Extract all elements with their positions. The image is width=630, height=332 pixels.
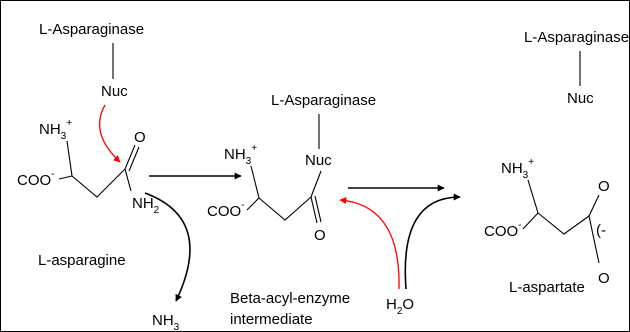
carbonyl-double-bond-2b [314, 195, 322, 223]
nh3-to-alpha-bond-3 [527, 179, 539, 214]
nuc-label-1: Nuc [101, 83, 128, 100]
amide-bond-1 [124, 168, 132, 192]
coo-minus-1: COO- [17, 169, 55, 189]
stage-reactant: L-Asparaginase Nuc NH3+ COO- O NH2 L-asp… [17, 21, 160, 269]
oxygen-label-2: O [314, 227, 326, 244]
nh3-to-alpha-bond-1 [66, 140, 73, 177]
acyl-nuc-bond [310, 170, 322, 198]
enzyme-label-3: L-Asparaginase [524, 29, 629, 46]
oxygen-label-3a: O [598, 178, 610, 195]
product-name: L-aspartate [509, 279, 585, 296]
nh3-plus-1: NH3+ [39, 118, 72, 142]
oxygen-label-3b: O [598, 270, 610, 287]
coo-to-alpha-bond-1 [58, 175, 73, 180]
water-release-arrow [404, 193, 461, 290]
water-label: H2O [386, 296, 414, 317]
nh3-product-label: NH3 [152, 312, 180, 331]
stage-intermediate: L-Asparaginase Nuc NH3+ COO- O Beta-acyl… [207, 92, 376, 328]
coo-minus-3: COO- [484, 220, 522, 240]
carboxylate-resonance-paren: (- [596, 222, 606, 239]
nh3-plus-2: NH3+ [224, 143, 257, 167]
nuc-label-3: Nuc [567, 90, 594, 107]
carbonyl-double-bond-1a [124, 144, 136, 170]
carboxylate-bond-lower [588, 215, 600, 264]
side-chain-bonds-2 [258, 196, 312, 221]
side-chain-bonds-3 [537, 212, 590, 235]
reactant-name: L-asparagine [38, 252, 126, 269]
carboxylate-bond-upper [588, 194, 600, 217]
coo-to-alpha-bond-2 [246, 197, 260, 211]
nh3-to-alpha-bond-2 [250, 165, 260, 199]
carbonyl-double-bond-2a [310, 196, 318, 224]
intermediate-name-line2: intermediate [230, 311, 313, 328]
side-chain-bonds-1 [71, 168, 126, 198]
oxygen-label-1: O [134, 129, 146, 146]
nh2-label-1: NH2 [132, 195, 160, 216]
coo-minus-2: COO- [207, 200, 245, 220]
carbonyl-double-bond-1b [128, 146, 140, 172]
coo-to-alpha-bond-3 [522, 212, 539, 230]
nuc-label-2: Nuc [305, 152, 332, 169]
enzyme-label-1: L-Asparaginase [39, 21, 144, 38]
ammonia-release-arrow [144, 192, 191, 302]
enzyme-label-2: L-Asparaginase [271, 92, 376, 109]
intermediate-name-line1: Beta-acyl-enzyme [230, 290, 350, 307]
nh3-plus-3: NH3+ [501, 157, 534, 181]
stage-product: L-Asparaginase Nuc NH3+ COO- O O (- L-as… [484, 29, 629, 296]
nucleophilic-attack-arrow [98, 104, 121, 163]
water-attack-arrow [339, 197, 400, 290]
